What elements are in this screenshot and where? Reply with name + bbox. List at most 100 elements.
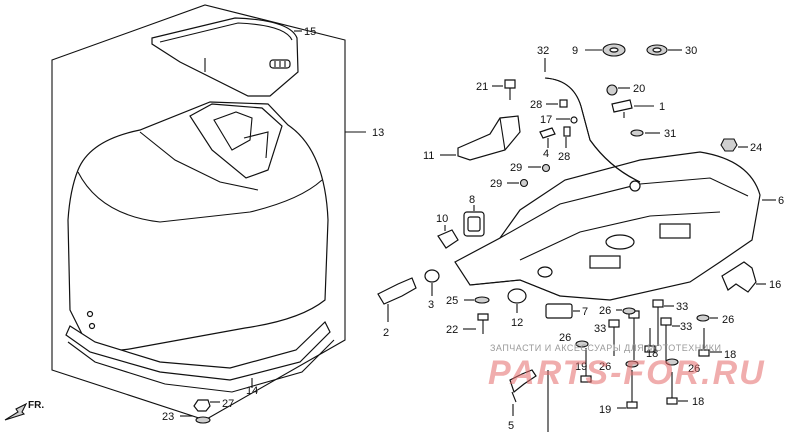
washer-26 (622, 307, 636, 315)
cap-12 (507, 288, 527, 304)
callout-18: 18 (692, 396, 704, 408)
callout-1: 1 (659, 101, 665, 113)
clip-10 (437, 229, 459, 249)
bolt-33-head (660, 317, 672, 326)
watermark-brand: PARTS-FOR.RU (488, 354, 766, 392)
callout-10: 10 (436, 213, 448, 225)
hood-cover (151, 17, 299, 97)
lower-case-stud (629, 180, 641, 192)
control-cable-core (544, 77, 641, 183)
cover-bolt-hole (88, 322, 96, 330)
callout-25: 25 (446, 295, 458, 307)
bolt-18-head (698, 349, 710, 357)
callout-33: 33 (594, 323, 606, 335)
switch-2 (377, 277, 417, 305)
engine-cover-crease (77, 171, 323, 223)
callout-19: 19 (575, 361, 587, 373)
cover-bolt-hole (86, 310, 94, 318)
cover-recess-inner (213, 111, 253, 151)
callout-11: 11 (423, 150, 434, 162)
lower-case-assembly (454, 58, 776, 301)
bolt-18-head (666, 397, 678, 405)
screw-17 (570, 116, 578, 124)
callout-8: 8 (469, 194, 475, 206)
lower-case-hole (537, 266, 553, 278)
grommet-3 (424, 269, 440, 283)
callout-4: 4 (543, 148, 549, 160)
watermark: ЗАПЧАСТИ И АКСЕССУАРЫ ДЛЯ МОТОТЕХНИКИ PA… (488, 343, 766, 392)
callout-15: 15 (304, 26, 316, 38)
bolt-33-head (652, 299, 664, 308)
callout-20: 20 (633, 83, 645, 95)
callout-27: 27 (222, 398, 234, 410)
engine-cover-assembly (51, 4, 366, 424)
callout-26: 26 (688, 363, 700, 375)
washer-26 (575, 340, 589, 348)
washer-26 (665, 358, 679, 366)
callout-9: 9 (572, 45, 578, 57)
callout-3: 3 (428, 299, 434, 311)
valve-20 (606, 84, 618, 96)
front-label: FR. (28, 400, 44, 411)
lower-case-boss (589, 255, 621, 269)
callout-18: 18 (646, 348, 658, 360)
fitting-1 (611, 99, 633, 113)
bolt-21-head (504, 79, 516, 89)
callout-6: 6 (778, 195, 784, 207)
nut-24 (720, 138, 738, 152)
lower-case-floor (519, 211, 721, 261)
watermark-caption: ЗАПЧАСТИ И АКСЕССУАРЫ ДЛЯ МОТОТЕХНИКИ (490, 343, 721, 353)
lower-case-boss (659, 223, 691, 239)
clip-28 (563, 126, 571, 137)
callout-28: 28 (558, 151, 570, 163)
engine-cover-ridge (139, 131, 259, 191)
callout-28: 28 (530, 99, 542, 111)
bolt-33-head (608, 319, 620, 328)
bolt-group (575, 299, 722, 409)
callout-24: 24 (750, 142, 762, 154)
cover-recess (189, 103, 283, 179)
washer-26 (696, 314, 710, 322)
callout-2: 2 (383, 327, 389, 339)
callout-26: 26 (559, 332, 571, 344)
assembly-outline (51, 4, 346, 421)
lower-case-port (605, 234, 635, 250)
pad-7 (545, 303, 573, 319)
callout-13: 13 (372, 127, 384, 139)
bolt-19-head (580, 375, 592, 383)
bracket-16 (721, 261, 757, 293)
callout-22: 22 (446, 324, 458, 336)
bracket-11-fold (499, 117, 506, 151)
hood-cover-edge (159, 22, 293, 43)
callout-21: 21 (476, 81, 488, 93)
callout-17: 17 (540, 114, 552, 126)
hose-5-end (511, 391, 517, 403)
hose-5 (509, 369, 537, 394)
callout-18: 18 (724, 349, 736, 361)
washer-31 (630, 129, 644, 137)
cover-seal-lip (67, 339, 335, 393)
screw-29 (519, 178, 529, 188)
clip-28 (559, 99, 568, 108)
grommet-30-hole (652, 47, 662, 53)
callout-23: 23 (162, 411, 174, 423)
cover-seal (65, 321, 331, 381)
fitting-4 (539, 127, 556, 139)
bolt-22-head (477, 313, 489, 321)
cover-recess-step (243, 131, 269, 159)
callout-32: 32 (537, 45, 549, 57)
engine-cover-shell (67, 101, 329, 351)
grommet-9-hole (609, 47, 619, 53)
washer-25 (474, 296, 490, 304)
callout-33: 33 (676, 301, 688, 313)
bolt-23 (193, 399, 211, 412)
lower-case-bottom (469, 279, 561, 297)
callout-29: 29 (490, 178, 502, 190)
callout-33: 33 (680, 321, 692, 333)
callout-19: 19 (599, 404, 611, 416)
callout-14: 14 (246, 385, 258, 397)
washer-27 (195, 416, 211, 424)
